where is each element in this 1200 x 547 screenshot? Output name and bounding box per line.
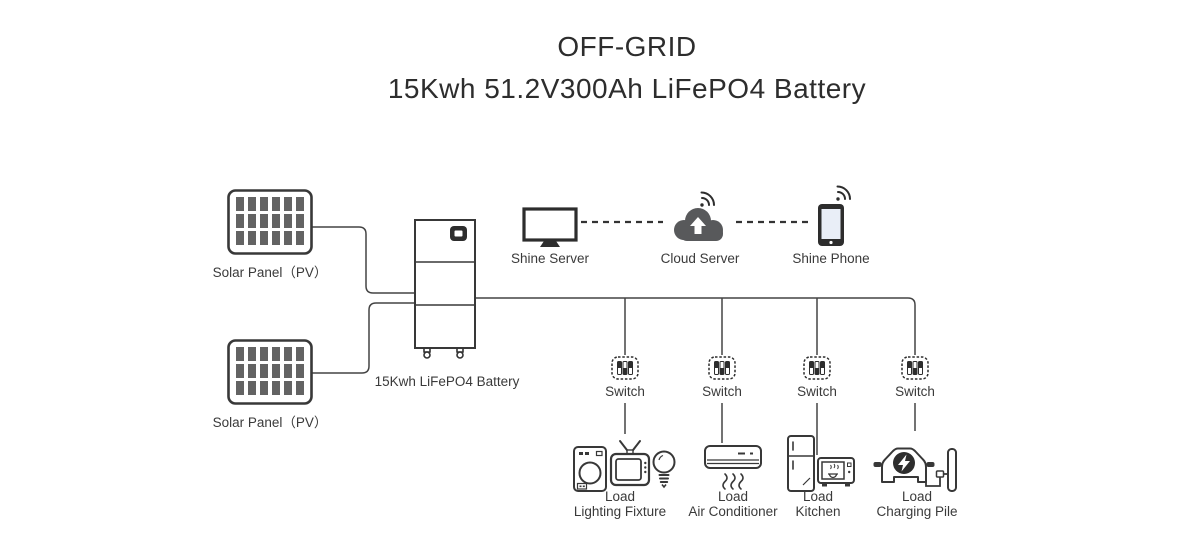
washing-machine-icon: [573, 446, 607, 492]
diagram-title: OFF-GRID 15Kwh 51.2V300Ah LiFePO4 Batter…: [0, 26, 1200, 110]
monitor-icon: [522, 207, 578, 247]
phone-icon: [818, 204, 844, 246]
load-lighting-line1: Load: [604, 489, 636, 504]
light-bulb-icon: [652, 450, 676, 489]
wire-solar-bottom-to-battery: [312, 302, 414, 374]
switch-label-1: Switch: [605, 384, 645, 399]
switch-icon-2: [708, 356, 736, 380]
solar-panel-top-icon: [227, 189, 313, 255]
cloud-wifi-icon: [700, 191, 715, 207]
load-ac-line1: Load: [717, 489, 749, 504]
tv-icon: [609, 440, 651, 487]
load-lighting-label: Load Lighting Fixture: [574, 489, 666, 519]
switch-label-3: Switch: [797, 384, 837, 399]
switch-label-4: Switch: [895, 384, 935, 399]
switch-icon-1: [611, 356, 639, 380]
battery-icon: [414, 219, 476, 359]
load-kitchen-line2: Kitchen: [795, 504, 841, 519]
microwave-icon: [817, 457, 855, 487]
air-conditioner-icon: [704, 445, 762, 490]
load-ac-line2: Air Conditioner: [688, 504, 778, 519]
wire-battery-bus: [476, 297, 916, 355]
switch-icon-3: [803, 356, 831, 380]
title-line-1: OFF-GRID: [557, 31, 697, 62]
load-lighting-line2: Lighting Fixture: [573, 504, 667, 519]
switch-label-2: Switch: [702, 384, 742, 399]
solar-panel-bottom-icon: [227, 339, 313, 405]
wire-solar-top-to-battery: [312, 226, 414, 294]
shine-server-label: Shine Server: [510, 251, 590, 266]
load-charging-line1: Load: [901, 489, 933, 504]
switch-icon-4: [901, 356, 929, 380]
load-kitchen-label: Load Kitchen: [795, 489, 840, 519]
load-kitchen-line1: Load: [802, 489, 834, 504]
shine-phone-label: Shine Phone: [792, 251, 870, 266]
phone-wifi-icon: [836, 185, 851, 201]
cloud-server-label: Cloud Server: [660, 251, 740, 266]
battery-label: 15Kwh LiFePO4 Battery: [374, 374, 520, 389]
ev-charging-icon: [873, 447, 957, 492]
solar-panel-bottom-label: Solar Panel（PV）: [212, 415, 328, 430]
title-line-2: 15Kwh 51.2V300Ah LiFePO4 Battery: [387, 73, 867, 104]
cloud-server-icon: [674, 208, 723, 241]
load-charging-pile-label: Load Charging Pile: [876, 489, 957, 519]
load-charging-line2: Charging Pile: [876, 504, 958, 519]
solar-panel-top-label: Solar Panel（PV）: [212, 265, 328, 280]
load-air-conditioner-label: Load Air Conditioner: [688, 489, 777, 519]
refrigerator-icon: [787, 435, 815, 492]
